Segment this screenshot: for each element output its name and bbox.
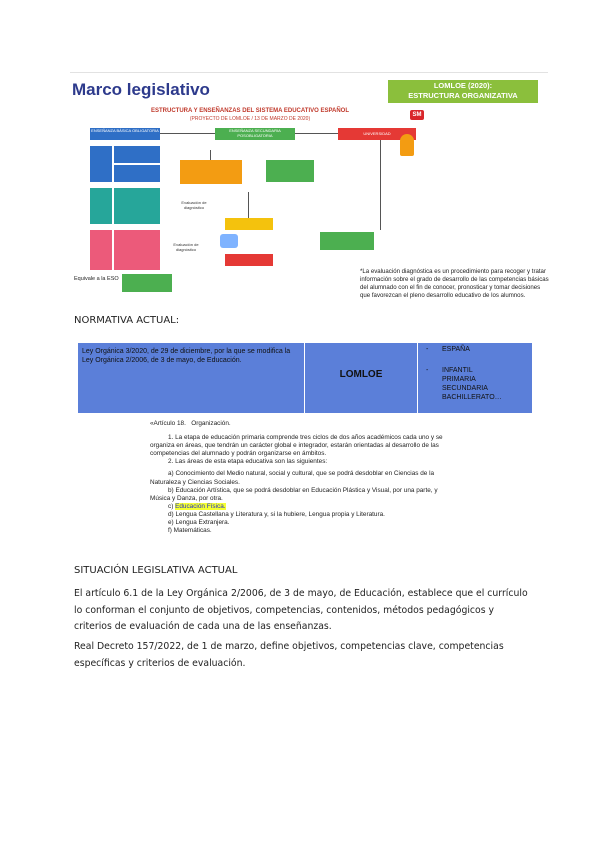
area-item-c-prefix: c) [168, 502, 176, 510]
header-university-label: UNIVERSIDAD [363, 131, 391, 136]
header-secondary: ENSEÑANZA SECUNDARIA POSOBLIGATORIA [215, 128, 295, 140]
header-basic-label: ENSEÑANZA BÁSICA OBLIGATORIA [91, 128, 159, 133]
eval-diag-text-1: Evaluación de diagnóstico [181, 200, 207, 210]
student-desk-icon [220, 234, 238, 248]
connector-arrow [160, 133, 215, 134]
evaluation-note: *La evaluación diagnóstica es un procedi… [360, 268, 549, 299]
situacion-heading: SITUACIÓN LEGISLATIVA ACTUAL [74, 565, 238, 576]
diagram-subtitle: (PROYECTO DE LOMLOE / 13 DE MARZO DE 202… [189, 116, 311, 122]
stage-infantil-block [90, 146, 112, 182]
header-secondary-label: ENSEÑANZA SECUNDARIA POSOBLIGATORIA [229, 128, 281, 138]
law-name: LOMLOE [339, 369, 383, 380]
divider [70, 72, 548, 73]
infographic-title: Marco legislativo [72, 80, 210, 99]
eval-diag-text-2: Evaluación de diagnóstico [173, 242, 199, 252]
article-title: Organización. [191, 420, 231, 427]
normativa-heading: NORMATIVA ACTUAL: [74, 315, 180, 326]
stage-infantil-1 [114, 146, 160, 163]
stage-eso-block [90, 230, 112, 270]
article-paragraph-1: 1. La etapa de educación primaria compre… [150, 434, 443, 458]
titulo-eso-block [225, 254, 273, 266]
stage-primaria-block [90, 188, 112, 224]
header-university: UNIVERSIDAD [338, 128, 416, 140]
header-basic: ENSEÑANZA BÁSICA OBLIGATORIA [90, 128, 160, 140]
stage-infantil-2 [114, 165, 160, 182]
mundo-laboral-block [225, 218, 273, 230]
eval-diag-label-2: Evaluación de diagnóstico [166, 242, 206, 252]
eval-diag-label-1: Evaluación de diagnóstico [174, 200, 214, 210]
scope-country: ESPAÑA [442, 346, 470, 353]
fp-superior-block [320, 232, 374, 250]
law-text: Ley Orgánica 3/2020, de 29 de diciembre,… [82, 348, 291, 364]
area-item-d: d) Lengua Castellana y Literatura y, si … [168, 510, 385, 518]
lomloe-badge-line1: LOMLOE (2020): [433, 81, 493, 90]
table-cell-law: Ley Orgánica 3/2020, de 29 de diciembre,… [78, 343, 305, 413]
connector-line [380, 140, 381, 230]
normativa-table: Ley Orgánica 3/2020, de 29 de diciembre,… [78, 343, 532, 413]
table-cell-scope: - ESPAÑA - INFANTIL PRIMARIA SECUNDARIA … [418, 343, 532, 413]
connector-arrow [295, 133, 338, 134]
stage-item: INFANTIL [442, 367, 473, 374]
fp-medio-block [266, 160, 314, 182]
article-excerpt: «Artículo 18. Organización. 1. La etapa … [150, 420, 450, 535]
fp-basica-block [122, 274, 172, 292]
stage-item: SECUNDARIA [442, 385, 488, 392]
article-heading: «Artículo 18. Organización. [150, 420, 450, 428]
area-item-f: f) Matemáticas. [168, 527, 212, 535]
infographic-image: Marco legislativo LOMLOE (2020): ESTRUCT… [70, 72, 549, 314]
stage-item: BACHILLERATO… [442, 394, 502, 401]
student-figure-icon [400, 134, 414, 156]
paragraph-curriculo: El artículo 6.1 de la Ley Orgánica 2/200… [74, 588, 528, 632]
connector-line [210, 150, 211, 160]
highlighted-area: Educación Física. [175, 502, 226, 510]
area-item-e: e) Lengua Extranjera. [168, 519, 230, 527]
connector-line [248, 192, 249, 218]
bullet-dash: - [426, 367, 429, 374]
area-item-a: a) Conocimiento del Medio natural, socia… [150, 470, 435, 486]
bachillerato-block [180, 160, 242, 184]
article-paragraph-2: 2. Las áreas de esta etapa educativa son… [168, 458, 328, 466]
table-cell-name: LOMLOE [305, 343, 418, 413]
lomloe-badge: LOMLOE (2020): ESTRUCTURA ORGANIZATIVA [388, 80, 538, 103]
article-number: «Artículo 18. [150, 420, 186, 427]
stage-eso-detail [114, 230, 160, 270]
equivale-label: Equivale a la ESO [74, 276, 119, 282]
area-item-c: c) Educación Física. [150, 502, 450, 511]
paragraph-real-decreto: Real Decreto 157/2022, de 1 de marzo, de… [74, 641, 504, 669]
diagram-title: ESTRUCTURA Y ENSEÑANZAS DEL SISTEMA EDUC… [150, 108, 350, 114]
stage-primaria-detail [114, 188, 160, 224]
stage-item: PRIMARIA [442, 376, 476, 383]
area-item-b: b) Educación Artística, que se podrá des… [150, 486, 438, 502]
lomloe-badge-line2: ESTRUCTURA ORGANIZATIVA [408, 91, 518, 100]
publisher-logo: SM [410, 110, 424, 120]
bullet-dash: - [426, 346, 429, 353]
